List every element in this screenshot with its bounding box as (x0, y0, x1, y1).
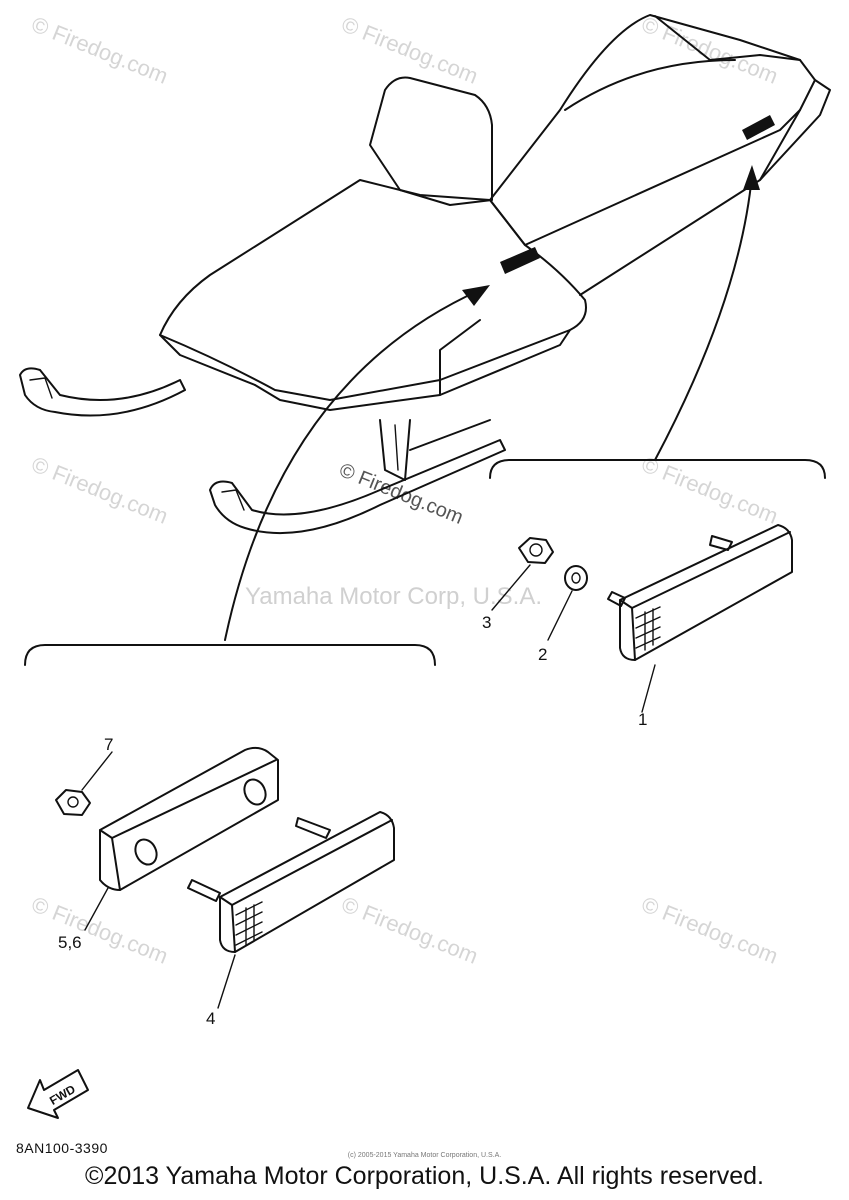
callout-2-leader (547, 590, 573, 641)
windshield (369, 76, 493, 206)
watermark-firedog-mid-right: © Firedog.com (638, 451, 781, 528)
front-leader-arrowhead (462, 285, 490, 306)
watermark-firedog-top-right: © Firedog.com (638, 11, 781, 88)
leader-arrows (224, 165, 760, 641)
front-reflector-position (500, 247, 540, 274)
fwd-arrow: FWD (27, 1069, 89, 1119)
right-ski-tip (221, 489, 245, 511)
watermark-firedog-low-right: © Firedog.com (638, 891, 781, 968)
part-4-front-reflector (187, 811, 395, 953)
rear-reflector-group: 3 2 1 (482, 524, 793, 729)
watermark-firedog-center: © Firedog.com (336, 459, 466, 529)
washer-2-hole (571, 572, 581, 584)
belly-pan (254, 329, 571, 411)
callout-4-leader (217, 954, 236, 1009)
hood (159, 179, 587, 401)
reflector-4-body (219, 811, 395, 953)
nut-3-hole (529, 543, 543, 557)
reflector-1-top-edge (631, 531, 791, 609)
left-ski-tip (29, 377, 53, 399)
cowl-panel-line (439, 319, 481, 396)
rear-tunnel-edge (579, 79, 831, 296)
reflector-1-prism-pattern (635, 606, 661, 651)
callout-1-leader (641, 664, 656, 713)
rear-tunnel-corner (759, 109, 801, 181)
rear-leader-arrowhead (743, 165, 760, 190)
callout-7-leader (81, 751, 113, 791)
ski-leg-detail (394, 424, 399, 471)
callout-2: 2 (538, 645, 547, 664)
snowmobile-illustration (19, 14, 831, 534)
watermark-yamaha-corp: Yamaha Motor Corp, U.S.A. (245, 583, 542, 610)
callout-4: 4 (206, 1009, 215, 1028)
callout-1: 1 (638, 710, 647, 729)
ski-leg (379, 419, 411, 481)
part-1-rear-reflector (607, 524, 793, 661)
spacer-body (99, 746, 279, 891)
front-leader-arrow (224, 289, 481, 641)
reflector-1-body (619, 524, 793, 661)
hood-lower-edge (159, 334, 256, 386)
part-5-6-spacer (99, 746, 279, 891)
callout-3: 3 (482, 613, 491, 632)
watermark-firedog-top-left: © Firedog.com (28, 11, 171, 88)
part-7-nut (55, 789, 91, 816)
spacer-hole-right (243, 778, 267, 806)
seat-top-edge (654, 15, 801, 61)
nut-7-body (55, 789, 91, 816)
reflector-1-stud-left (607, 591, 626, 607)
fwd-arrow-outline (27, 1069, 89, 1119)
front-reflector-group: 7 5,6 4 (55, 735, 395, 1028)
spacer-front-edge (99, 829, 121, 891)
washer-2-outer (564, 565, 588, 591)
reflector-1-face-edge (619, 599, 636, 661)
small-credit: (c) 2005-2015 Yamaha Motor Corporation, … (347, 1152, 502, 1159)
part-3-nut (518, 537, 554, 564)
watermark-firedog-mid-left: © Firedog.com (28, 451, 171, 528)
seat-ridge (564, 59, 736, 111)
spacer-top-edge (111, 759, 277, 839)
callout-5-6: 5,6 (58, 933, 82, 952)
reflector-1-stud-right (709, 535, 733, 551)
part-2-washer (564, 565, 588, 591)
ski-spindle (409, 419, 491, 451)
copyright-notice: ©2013 Yamaha Motor Corporation, U.S.A. A… (85, 1162, 764, 1190)
rear-group-bracket (489, 459, 826, 479)
reflector-4-stud-left (187, 879, 221, 902)
callout-5-6-leader (84, 887, 109, 931)
reflector-4-top-edge (231, 819, 393, 906)
right-ski (209, 439, 506, 534)
nut-7-hole (67, 796, 79, 808)
nut-3-body (518, 537, 554, 564)
rear-leader-arrow (654, 174, 753, 461)
callout-7: 7 (104, 735, 113, 754)
rear-reflector-position (742, 115, 775, 140)
group-brackets (24, 459, 826, 666)
callout-3-leader (491, 564, 531, 611)
watermark-firedog-low-center: © Firedog.com (338, 891, 481, 968)
left-ski (19, 367, 186, 417)
spacer-hole-left (134, 838, 158, 866)
diagram-code: 8AN100-3390 (16, 1140, 108, 1156)
front-group-bracket (24, 644, 436, 666)
reflector-4-prism-pattern (235, 901, 263, 946)
reflector-4-stud-right (295, 817, 331, 839)
snowmobile-seat (489, 14, 816, 246)
